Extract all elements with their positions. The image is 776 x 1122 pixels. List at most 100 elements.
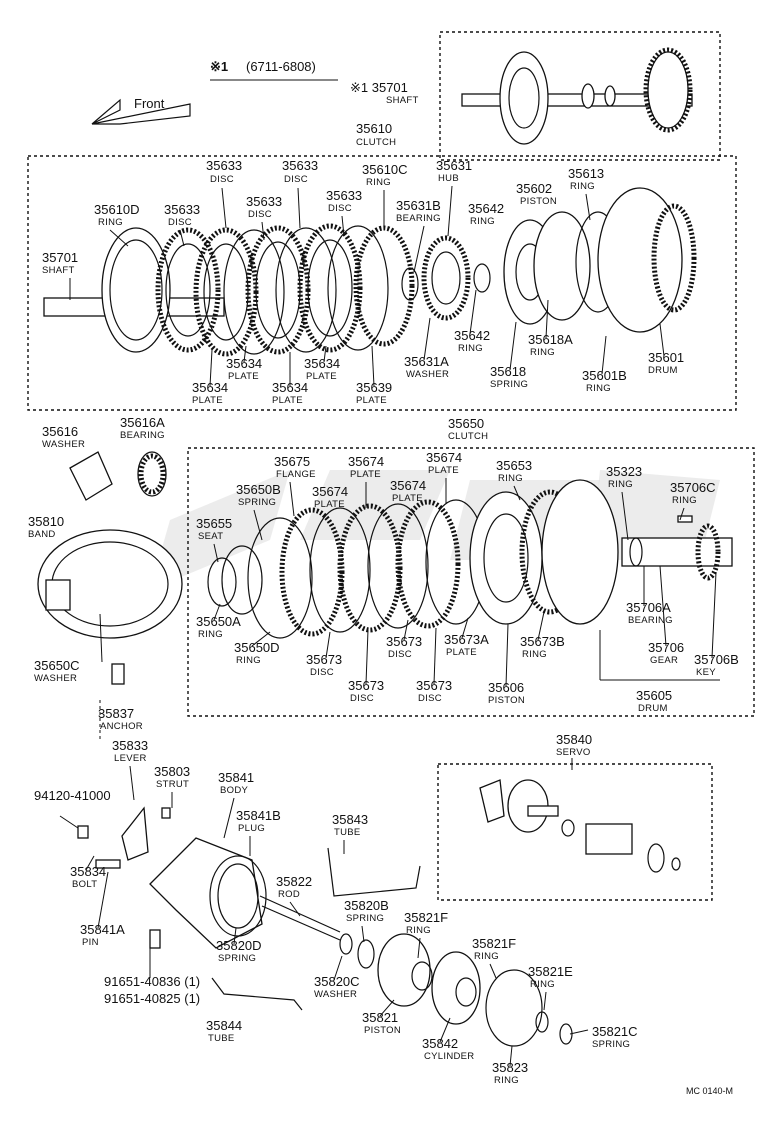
label-91651-40825: 91651-40825 (1)	[104, 991, 200, 1006]
label-clutch-35610: 35610 CLUTCH	[356, 121, 396, 148]
part-number: 35605	[636, 688, 672, 703]
part-number: 35634	[226, 356, 262, 371]
part-number: 35675	[274, 454, 310, 469]
part-name: PLATE	[272, 395, 303, 406]
label-tube-35843: 35843 TUBE	[332, 812, 368, 838]
label-servo-35840: 35840 SERVO	[556, 732, 592, 758]
part-name: PLATE	[350, 469, 381, 480]
label-piston-35821: 35821 PISTON	[362, 1010, 401, 1036]
part-number: 35650C	[34, 658, 80, 673]
part-name: DISC	[388, 649, 412, 660]
label-disc-c: 35633 DISC	[164, 202, 200, 228]
part-name: DISC	[284, 174, 308, 185]
part-number: 35674	[348, 454, 384, 469]
part-number: 35650A	[196, 614, 241, 629]
label-plate-35634-a: 35634 PLATE	[226, 356, 262, 382]
part-number: 35602	[516, 181, 552, 196]
part-name: DRUM	[648, 365, 678, 376]
label-spring-35618: 35618 SPRING	[490, 364, 528, 390]
part-name: ANCHOR	[100, 721, 143, 732]
part-name: BODY	[220, 785, 248, 796]
part-name: ROD	[278, 889, 300, 900]
label-bolt-35834: 35834 BOLT	[70, 864, 106, 890]
left-parts-drawing	[37, 451, 183, 685]
part-number: 35642	[454, 328, 490, 343]
label-plate-35634-b: 35634 PLATE	[304, 356, 340, 382]
part-name: PLATE	[306, 371, 337, 382]
part-name: DISC	[418, 693, 442, 704]
label-ring-35613: 35613 RING	[568, 166, 604, 192]
label-disc-35673-b: 35673 DISC	[306, 652, 342, 678]
label-piston-35602: 35602 PISTON	[516, 181, 557, 207]
part-number: 35841	[218, 770, 254, 785]
part-name: PLATE	[392, 493, 423, 504]
label-plate-35674-d: 35674 PLATE	[390, 478, 426, 504]
label-spring-35820d: 35820D SPRING	[216, 938, 262, 964]
part-name: PLATE	[428, 465, 459, 476]
label-ring-35706c: 35706C RING	[670, 480, 716, 506]
label-tube-35844: 35844 TUBE	[206, 1018, 242, 1044]
part-name: RING	[672, 495, 697, 506]
part-number: 35823	[492, 1060, 528, 1075]
label-drum-35601: 35601 DRUM	[648, 350, 684, 376]
label-plate-35674-b: 35674 PLATE	[426, 450, 462, 476]
part-number: 35633	[206, 158, 242, 173]
label-rod-35822: 35822 ROD	[276, 874, 312, 900]
part-name: BOLT	[72, 879, 97, 890]
part-name: RING	[98, 217, 123, 228]
part-name: KEY	[696, 667, 716, 678]
part-name: DISC	[328, 203, 352, 214]
label-key-35706b: 35706B KEY	[694, 652, 739, 678]
part-name: RING	[608, 479, 633, 490]
part-number: 35650D	[234, 640, 280, 655]
part-name: BEARING	[628, 615, 673, 626]
label-spring-35650b: 35650B SPRING	[236, 482, 281, 508]
part-number: 35618	[490, 364, 526, 379]
part-name: SERVO	[556, 747, 591, 758]
label-ring-35821e: 35821E RING	[528, 964, 573, 990]
part-number: 35610D	[94, 202, 140, 217]
part-number: 35613	[568, 166, 604, 181]
label-ring-35610c: 35610C RING	[362, 162, 408, 188]
label-ring-35650a: 35650A RING	[196, 614, 241, 640]
part-name: RING	[474, 951, 499, 962]
label-plate-35673a: 35673A PLATE	[444, 632, 489, 658]
label-ring-35642-bottom: 35642 RING	[454, 328, 490, 354]
part-number: 35840	[556, 732, 592, 747]
label-ring-35673b: 35673B RING	[520, 634, 565, 660]
part-number: 35837	[98, 706, 134, 721]
part-number: 35616	[42, 424, 78, 439]
part-name: DISC	[210, 174, 234, 185]
label-clutch-35650: 35650 CLUTCH	[448, 416, 488, 442]
label-ring-35650d: 35650D RING	[234, 640, 280, 666]
label-ring-35618a: 35618A RING	[528, 332, 573, 358]
part-name: RING	[522, 649, 547, 660]
footer-code: MC 0140-M	[686, 1086, 733, 1096]
part-name: RING	[530, 979, 555, 990]
part-number: 35633	[282, 158, 318, 173]
label-ring-35323: 35323 RING	[606, 464, 642, 490]
part-number: 35833	[112, 738, 148, 753]
label-plate-35634-d: 35634 PLATE	[272, 380, 308, 406]
part-name: SPRING	[490, 379, 528, 390]
part-number: 35820C	[314, 974, 360, 989]
leader-lines	[59, 185, 720, 1067]
part-number: 35631A	[404, 354, 449, 369]
part-number: 35601B	[582, 368, 627, 383]
clutch-35650-frame	[187, 447, 755, 717]
label-piston-35606: 35606 PISTON	[488, 680, 525, 706]
part-number: 35673	[386, 634, 422, 649]
part-number: 35674	[390, 478, 426, 493]
part-name: DISC	[350, 693, 374, 704]
part-name: WASHER	[406, 369, 449, 380]
label-lever-35833: 35833 LEVER	[112, 738, 148, 764]
part-name: PIN	[82, 937, 99, 948]
part-name: WASHER	[42, 439, 85, 450]
part-name: WASHER	[34, 673, 77, 684]
part-number: 35821C	[592, 1024, 638, 1039]
part-name: STRUT	[156, 779, 189, 790]
part-number: 35653	[496, 458, 532, 473]
part-number: 35633	[326, 188, 362, 203]
note-range: (6711-6808)	[246, 59, 316, 74]
label-body-35841: 35841 BODY	[218, 770, 254, 796]
